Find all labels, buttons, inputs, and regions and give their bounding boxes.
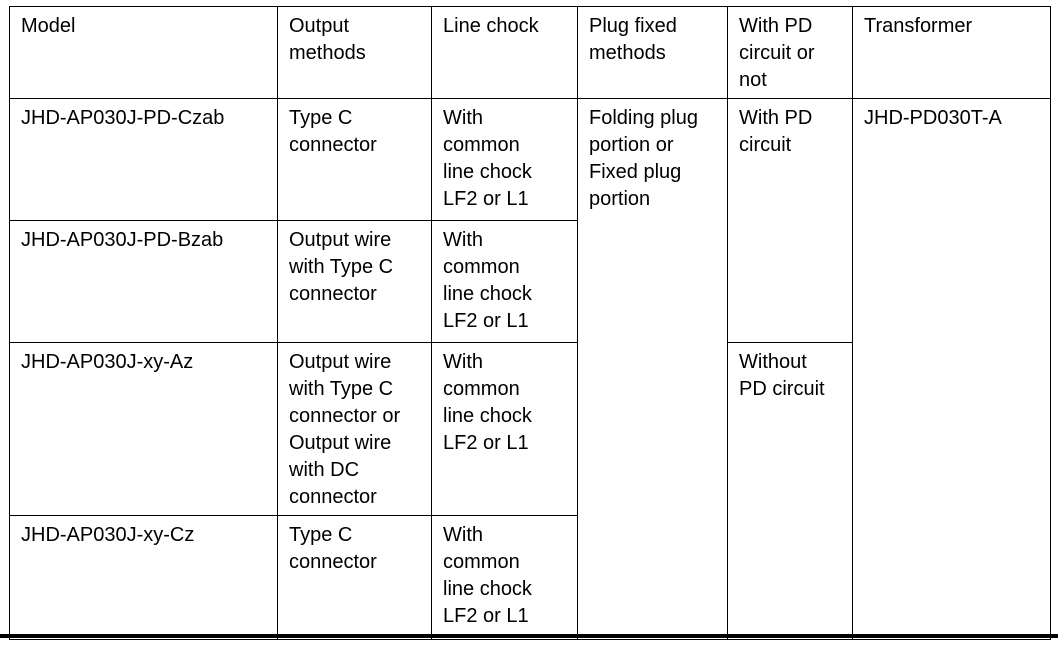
cell-output: Output wire with Type C connector — [277, 220, 432, 343]
cell-transformer-merged: JHD-PD030T-A — [852, 98, 1051, 640]
cell-model: JHD-AP030J-PD-Bzab — [9, 220, 278, 343]
cell-pd-with-merged: With PD circuit — [727, 98, 853, 343]
table-row: JHD-AP030J-PD-Czab Type C connector With… — [9, 98, 1051, 640]
table-row: JHD-AP030J-xy-Cz Type C connector With c… — [9, 515, 1051, 640]
cell-model: JHD-AP030J-xy-Cz — [9, 515, 278, 640]
column-header-transformer: Transformer — [852, 6, 1051, 99]
table-row: JHD-AP030J-xy-Az Output wire with Type C… — [9, 342, 1051, 640]
table-row: JHD-AP030J-PD-Bzab Output wire with Type… — [9, 220, 1051, 343]
column-header-output: Output methods — [277, 6, 432, 99]
cell-plug-fixed-methods-merged: Folding plug portion or Fixed plug porti… — [577, 98, 728, 640]
table-header-row: Model Output methods Line chock Plug fix… — [9, 6, 1051, 99]
column-header-pd-circuit: With PD circuit or not — [727, 6, 853, 99]
column-header-plug-fixed: Plug fixed methods — [577, 6, 728, 99]
cell-model: JHD-AP030J-xy-Az — [9, 342, 278, 516]
cell-model: JHD-AP030J-PD-Czab — [9, 98, 278, 221]
column-header-model: Model — [9, 6, 278, 99]
cell-line-chock: With common line chock LF2 or L1 — [431, 220, 578, 343]
cell-output: Type C connector — [277, 515, 432, 640]
cell-pd-without-merged: Without PD circuit — [727, 342, 853, 640]
cell-output: Output wire with Type C connector or Out… — [277, 342, 432, 516]
cell-line-chock: With common line chock LF2 or L1 — [431, 342, 578, 516]
cell-line-chock: With common line chock LF2 or L1 — [431, 98, 578, 221]
model-specification-table: Model Output methods Line chock Plug fix… — [9, 6, 1051, 640]
column-header-line-chock: Line chock — [431, 6, 578, 99]
cell-output: Type C connector — [277, 98, 432, 221]
cell-line-chock: With common line chock LF2 or L1 — [431, 515, 578, 640]
page-bottom-rule — [0, 634, 1058, 638]
